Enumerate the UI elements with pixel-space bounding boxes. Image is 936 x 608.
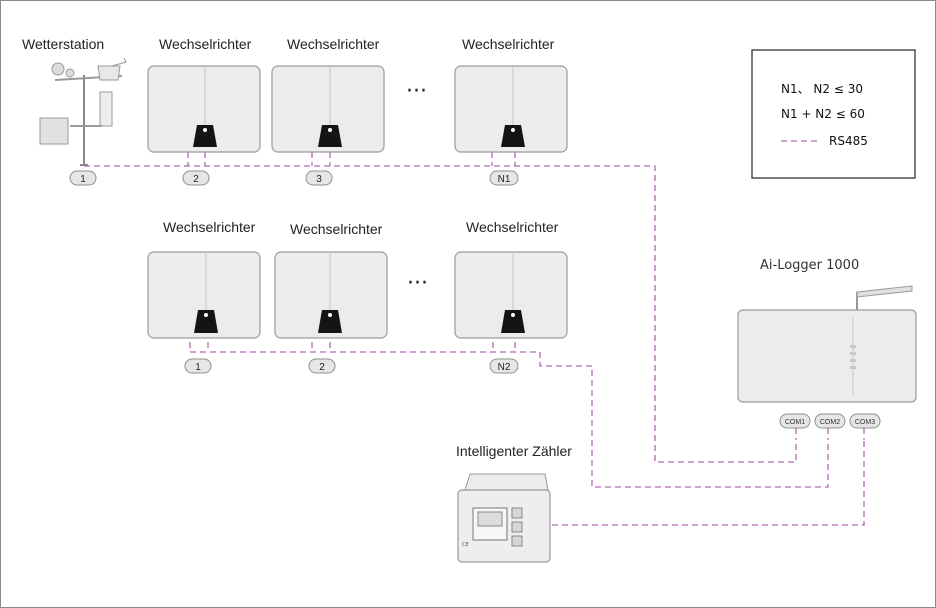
weather-station: Wetterstation — [22, 36, 127, 166]
legend-limit-each: N1、 N2 ≤ 30 — [781, 82, 863, 96]
rs485-bus-lines — [84, 152, 865, 526]
com-ports: COM1 COM2 COM3 — [779, 413, 881, 429]
badges-row2: 1 2 N2 — [184, 358, 519, 374]
ellipsis-row1: ··· — [406, 79, 427, 104]
badge-row2-n2: N2 — [498, 362, 511, 373]
inverter-row1-n1: Wechselrichter — [454, 36, 568, 153]
com1-port: COM1 — [785, 419, 805, 426]
inverter-label: Wechselrichter — [159, 36, 252, 52]
inverter-row2-1: Wechselrichter — [147, 219, 261, 339]
legend-limit-total: N1 + N2 ≤ 60 — [781, 107, 865, 121]
inverter-label: Wechselrichter — [163, 219, 256, 235]
logger-label: Ai-Logger 1000 — [760, 258, 859, 273]
meter-icon: CE — [457, 473, 551, 563]
badge-row2-2: 2 — [319, 362, 325, 373]
weather-station-icon — [39, 57, 127, 166]
badge-row1-2: 2 — [193, 174, 199, 185]
badge-row2-1: 1 — [195, 362, 201, 373]
com3-port: COM3 — [855, 419, 875, 426]
bus-row2-drops — [189, 342, 516, 352]
weather-station-label: Wetterstation — [22, 36, 104, 52]
badges-row1: 1 2 3 N1 — [69, 170, 519, 186]
ai-logger: Ai-Logger 1000 COM1 COM2 COM3 — [737, 258, 917, 440]
badge-row1-n1: N1 — [498, 174, 511, 185]
badge-row1-1: 1 — [80, 174, 86, 185]
legend-box: N1、 N2 ≤ 30 N1 + N2 ≤ 60 RS485 — [751, 49, 916, 179]
inverter-label: Wechselrichter — [462, 36, 555, 52]
svg-text:CE: CE — [462, 542, 469, 548]
bus-row2 — [190, 351, 829, 488]
inverter-label: Wechselrichter — [466, 219, 559, 235]
legend-rs485-label: RS485 — [829, 134, 868, 148]
inverter-label: Wechselrichter — [287, 36, 380, 52]
inverter-row1-1: Wechselrichter — [147, 36, 261, 153]
meter-label: Intelligenter Zähler — [456, 443, 572, 459]
inverter-row2-2: Wechselrichter — [274, 221, 388, 339]
inverter-label: Wechselrichter — [290, 221, 383, 237]
bus-meter — [552, 440, 865, 526]
bus-row1 — [84, 165, 797, 463]
com2-port: COM2 — [820, 419, 840, 426]
inverter-row2-n2: Wechselrichter — [454, 219, 568, 339]
badge-row1-3: 3 — [316, 174, 322, 185]
ellipsis-row2: ··· — [407, 271, 428, 296]
antenna-icon — [856, 285, 913, 310]
inverter-row1-2: Wechselrichter — [271, 36, 385, 153]
smart-meter: Intelligenter Zähler CE — [456, 443, 572, 563]
bus-row1-drops — [187, 152, 516, 166]
